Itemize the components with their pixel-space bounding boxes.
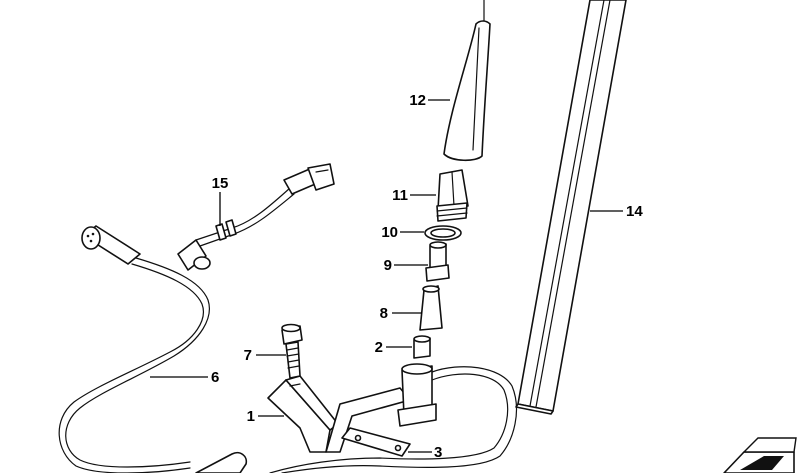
callout-6: 6 bbox=[211, 369, 219, 386]
antenna-mast bbox=[397, 363, 437, 427]
part-10-o-ring bbox=[424, 225, 462, 241]
part-7-bolt bbox=[281, 323, 303, 379]
callout-1: 1 bbox=[247, 408, 255, 425]
part-11-threaded-nut bbox=[436, 169, 469, 222]
callout-8: 8 bbox=[380, 305, 388, 322]
callout-3: 3 bbox=[434, 444, 442, 461]
callout-12: 12 bbox=[409, 92, 426, 109]
leader-lines bbox=[150, 99, 623, 453]
wrench-box-icon bbox=[723, 437, 797, 473]
antenna-base bbox=[269, 366, 518, 473]
part-6-long-cable bbox=[58, 225, 248, 473]
part-14-antenna-rod bbox=[515, 0, 627, 415]
part-3-plate bbox=[341, 427, 411, 457]
callout-14: 14 bbox=[626, 203, 643, 220]
part-12-antenna-cover bbox=[443, 0, 491, 162]
callout-7: 7 bbox=[244, 347, 252, 364]
callout-15: 15 bbox=[212, 175, 229, 192]
part-2-bushing bbox=[413, 335, 431, 359]
part-8-tapered-insert bbox=[419, 285, 443, 331]
callout-labels: 12 11 10 9 8 2 3 1 7 6 15 14 bbox=[211, 92, 643, 461]
callout-2: 2 bbox=[375, 339, 383, 356]
part-9-sleeve bbox=[425, 241, 450, 282]
callout-11: 11 bbox=[392, 187, 408, 204]
part-15-adapter-cable bbox=[177, 163, 335, 271]
callout-9: 9 bbox=[384, 257, 392, 274]
callout-10: 10 bbox=[381, 224, 398, 241]
